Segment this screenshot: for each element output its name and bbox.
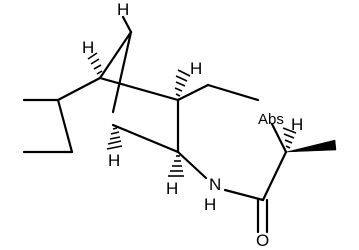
bond-ethano-low: [56, 98, 74, 154]
label-h-upper-right: H: [190, 59, 202, 78]
methyl-wedge-bond: [285, 139, 337, 153]
bond-bridge-left: [98, 30, 133, 80]
bond-c-ch2: [176, 83, 210, 102]
bond-ethano-top: [56, 76, 102, 102]
bond-bridge-right: [111, 30, 133, 114]
atom-labels: H H H H H H N H Abs O: [82, 0, 303, 250]
label-h-lower-right: H: [166, 179, 178, 198]
hash-bond-upper-right: [174, 69, 191, 97]
bond-o-chme: [270, 122, 288, 154]
bond-n-co: [223, 188, 265, 202]
label-nitrogen: N: [209, 175, 221, 194]
bond-upper-bridgehead: [98, 76, 180, 102]
hash-bond-upper-left: [87, 52, 103, 75]
bond-co-chme: [261, 150, 288, 202]
label-h-bridge: H: [117, 0, 129, 19]
bond-c-n: [176, 150, 208, 180]
bond-bridge-h: [121, 15, 133, 34]
bond-ch2-o: [206, 83, 260, 102]
bonds: [22, 15, 337, 234]
label-h-lower-left: H: [108, 151, 120, 170]
label-nitrogen-h: H: [204, 195, 216, 214]
hash-bond-methyl-h: [282, 127, 297, 149]
label-carbonyl-oxygen: O: [256, 231, 269, 250]
label-h-upper-left: H: [82, 38, 94, 57]
label-oxygen-abs: Abs: [258, 111, 284, 128]
hash-bond-lower-right: [168, 155, 184, 177]
label-h-methyl-stereo: H: [291, 115, 303, 134]
hash-bond-lower-left: [106, 127, 123, 150]
bond-lower-bridgehead: [111, 123, 180, 154]
